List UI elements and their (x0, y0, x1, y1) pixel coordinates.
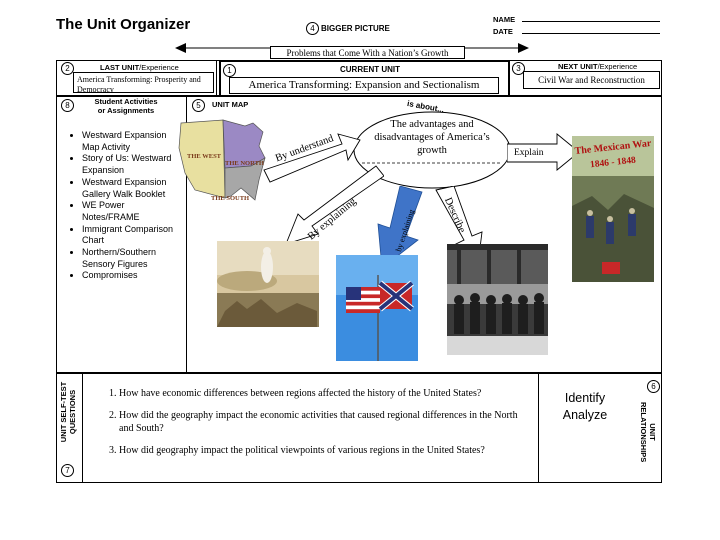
unit-map-number: 5 (192, 99, 205, 112)
bigger-picture-label: BIGGER PICTURE (321, 24, 390, 33)
map-label-south: THE SOUTH (211, 195, 249, 202)
current-unit-text-box: America Transforming: Expansion and Sect… (229, 77, 499, 94)
american-progress-painting (217, 241, 319, 327)
arrow-by-explaining (285, 165, 384, 245)
next-unit-text: Civil War and Reconstruction (538, 75, 645, 85)
activity-item: Immigrant Comparison Chart (82, 224, 180, 247)
self-test-label: UNIT SELF-TEST QUESTIONS (59, 381, 77, 443)
last-unit-number: 2 (61, 62, 74, 75)
activities-list-box: Westward Expansion Map ActivityStory of … (66, 130, 180, 282)
activities-list: Westward Expansion Map ActivityStory of … (66, 130, 180, 282)
self-test-questions: How have economic differences between re… (101, 387, 531, 466)
relationships-list: Identify Analyze (545, 390, 625, 424)
self-test-question-list: How have economic differences between re… (101, 387, 531, 457)
activities-label: Student Activities or Assignments (94, 97, 158, 115)
bigger-picture-box: Problems that Come With a Nation’s Growt… (270, 46, 465, 59)
us-regions-map: THE WEST THE NORTH THE SOUTH (178, 119, 266, 202)
last-unit-box: America Transforming: Prosperity and Dem… (73, 72, 214, 93)
next-unit-number: 3 (512, 62, 525, 75)
relationship-analyze: Analyze (562, 408, 608, 422)
unit-map-label: UNIT MAP (212, 100, 249, 109)
unit-row-divider-left (216, 60, 217, 96)
name-field[interactable] (522, 21, 660, 22)
activity-item: WE Power Notes/FRAME (82, 200, 180, 223)
self-test-number: 7 (61, 464, 74, 477)
next-unit-box: Civil War and Reconstruction (523, 71, 660, 89)
self-test-question: How did the geography impact the economi… (119, 409, 531, 435)
activity-item: Story of Us: Westward Expansion (82, 153, 180, 176)
current-unit-text: America Transforming: Expansion and Sect… (248, 79, 480, 91)
immigrants-photo (447, 244, 548, 355)
last-unit-label: LAST UNIT/Experience (100, 63, 179, 72)
current-unit-label: CURRENT UNIT (340, 65, 400, 74)
us-confederate-flags-image (336, 255, 418, 361)
bigger-picture-number: 4 (306, 22, 319, 35)
last-unit-text: America Transforming: Prosperity and Dem… (77, 75, 201, 93)
name-label: NAME (493, 15, 516, 24)
activity-item: Westward Expansion Map Activity (82, 130, 180, 153)
main-idea-text: The advantages and disadvantages of Amer… (374, 119, 490, 156)
activities-number: 8 (61, 99, 74, 112)
self-test-question: How have economic differences between re… (119, 387, 531, 400)
current-unit-number: 1 (223, 64, 236, 77)
page-title: The Unit Organizer (56, 16, 191, 33)
map-label-west: THE WEST (187, 153, 222, 160)
arrow-by-understand (263, 133, 361, 183)
activity-item: Northern/Southern Sensory Figures (82, 247, 180, 270)
relationships-label: UNIT RELATIONSHIPS (639, 402, 657, 463)
self-test-question: How did geography impact the political v… (119, 444, 531, 457)
relationship-identify: Identify (564, 391, 606, 405)
bottom-divider-right (538, 373, 539, 483)
map-label-north: THE NORTH (225, 160, 264, 167)
bottom-divider-left (82, 373, 83, 483)
activity-item: Westward Expansion Gallery Walk Booklet (82, 177, 180, 200)
arrow-explain-label: Explain (514, 148, 544, 158)
middle-divider (186, 96, 187, 373)
relationships-number: 6 (647, 380, 660, 393)
map-south-region (224, 157, 266, 201)
mexican-war-poster: The Mexican War 1846 - 1848 (572, 136, 654, 282)
date-field[interactable] (522, 33, 660, 34)
date-label: DATE (493, 27, 513, 36)
bigger-picture-text: Problems that Come With a Nation’s Growt… (286, 48, 449, 58)
bottom-section-frame (56, 373, 662, 483)
arrow-explain (507, 133, 580, 171)
activity-item: Compromises (82, 270, 180, 282)
next-unit-label: NEXT UNIT/Experience (558, 62, 638, 71)
arrow-blue-by-explaining (377, 186, 423, 268)
